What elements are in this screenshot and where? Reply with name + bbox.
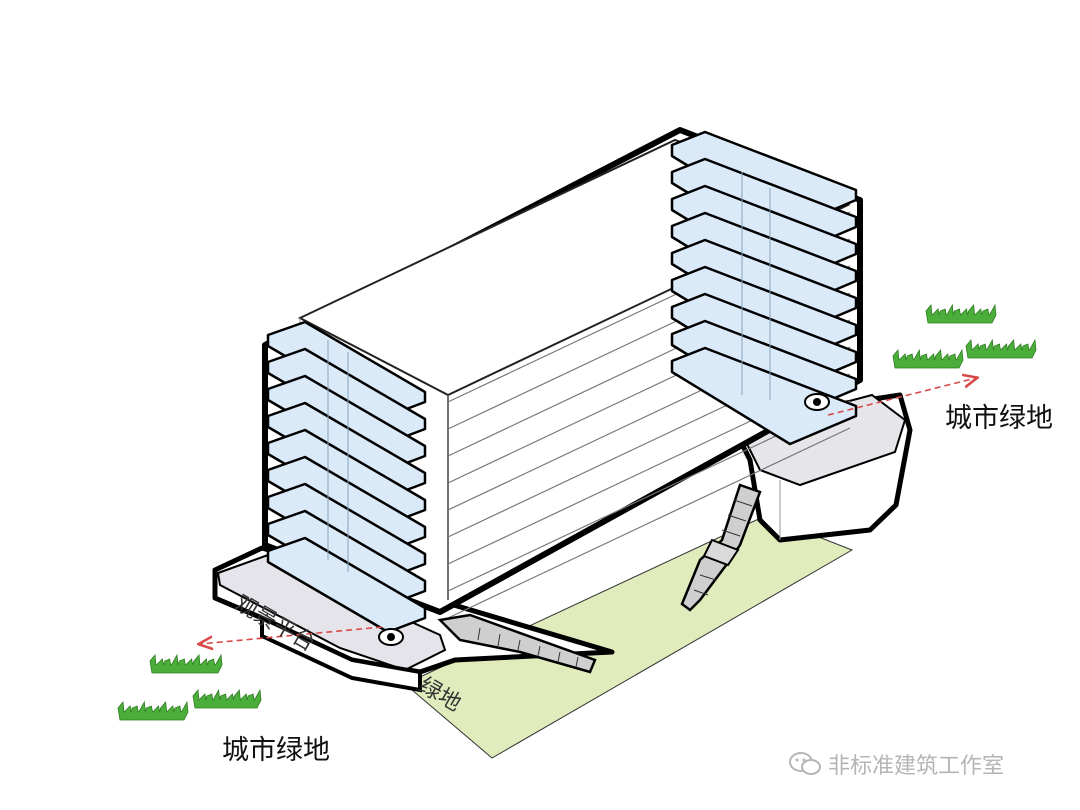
- grass-icon: [149, 653, 223, 674]
- viewpoint-eye-icon: [378, 628, 404, 646]
- grass-icon: [965, 338, 1037, 359]
- sightline-arrow-east: [827, 378, 976, 416]
- city-green-label-west: 城市绿地: [222, 735, 330, 766]
- floor-plate: [266, 320, 427, 418]
- grass-icon: [192, 688, 262, 709]
- watermark: 非标准建筑工作室: [788, 746, 1004, 782]
- stair-ramp-diagonal: [680, 483, 762, 612]
- green-field: [404, 515, 854, 759]
- grass-icon: [925, 303, 997, 324]
- floor-plate: [266, 401, 427, 499]
- glass-floor-plates-east: [670, 130, 858, 446]
- stair-ramp-bottom: [437, 613, 597, 674]
- floor-plate: [266, 482, 427, 580]
- floor-plate: [266, 374, 427, 472]
- viewpoint-eye-icon: [804, 393, 830, 411]
- city-green-label-east: 城市绿地: [945, 403, 1053, 434]
- floor-plate: [670, 346, 858, 446]
- sightline-arrow-west: [200, 626, 383, 644]
- watermark-text: 非标准建筑工作室: [828, 754, 1005, 779]
- floor-plate: [266, 509, 427, 607]
- glass-floor-plates-west: [266, 320, 427, 634]
- grass-icon: [117, 700, 189, 721]
- grass-tufts: [117, 303, 1037, 721]
- floor-plate: [266, 536, 427, 634]
- floor-plate: [266, 347, 427, 445]
- grass-icon: [892, 348, 964, 369]
- floor-plate: [266, 428, 427, 526]
- floor-plate: [266, 455, 427, 553]
- floor-line: [447, 427, 851, 619]
- wechat-icon: [789, 752, 821, 775]
